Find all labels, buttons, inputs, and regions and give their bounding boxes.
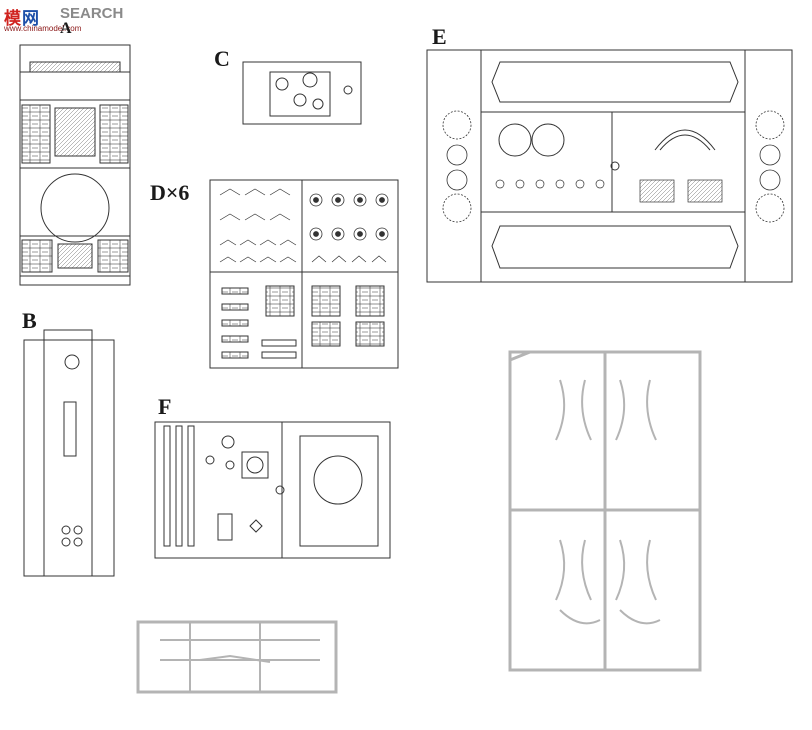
- sprue-label-d: D×6: [150, 180, 190, 205]
- sprue-label-e: E: [432, 24, 447, 49]
- watermark-logo: 模网: [4, 9, 40, 28]
- sprue-label-a: A: [60, 20, 72, 37]
- sprue-label-b: B: [22, 308, 37, 333]
- part-c: [242, 61, 362, 125]
- grey-sprue-small: [136, 620, 338, 694]
- sprue-label-c: C: [214, 46, 230, 71]
- grey-sprue-figures: [508, 350, 702, 672]
- sprue-label-f: F: [158, 394, 172, 419]
- part-f: [154, 421, 391, 559]
- part-d-wheels-tracks: [209, 179, 399, 369]
- part-b-side: [23, 329, 115, 577]
- part-a-hull: [19, 44, 131, 286]
- part-e: [426, 49, 793, 283]
- watermark-url: www.chinamodel.com: [4, 24, 82, 33]
- watermark-search-label: SEARCH: [60, 5, 124, 22]
